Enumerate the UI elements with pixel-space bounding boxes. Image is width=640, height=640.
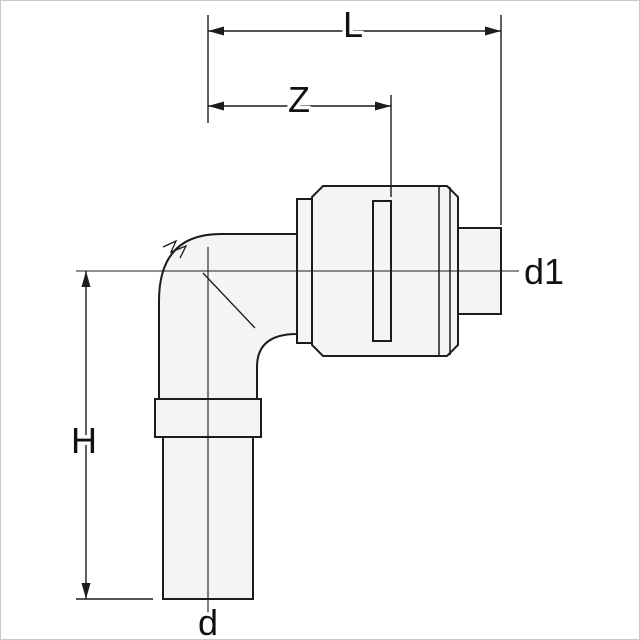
dimension-Z: Z (208, 76, 392, 197)
diameter-label-d1: d1 (524, 251, 564, 292)
dimension-L: L (207, 1, 502, 225)
centerlines (76, 247, 519, 613)
arrowhead-right (485, 26, 501, 36)
dimension-H: H (68, 271, 153, 600)
dimension-label-H: H (71, 420, 97, 461)
fitting (154, 185, 502, 600)
arrowhead-left (208, 101, 224, 111)
elbow-miter-line (202, 272, 256, 329)
arrowhead-left (208, 26, 224, 36)
dimension-label-L: L (343, 4, 363, 45)
break-mark (162, 239, 188, 259)
arrowhead-right (375, 101, 391, 111)
arrowhead-top (81, 271, 91, 287)
diameter-label-d: d (198, 602, 218, 640)
arrowhead-bottom (81, 583, 91, 599)
dimension-label-Z: Z (288, 79, 310, 120)
elbow-body (158, 233, 298, 400)
